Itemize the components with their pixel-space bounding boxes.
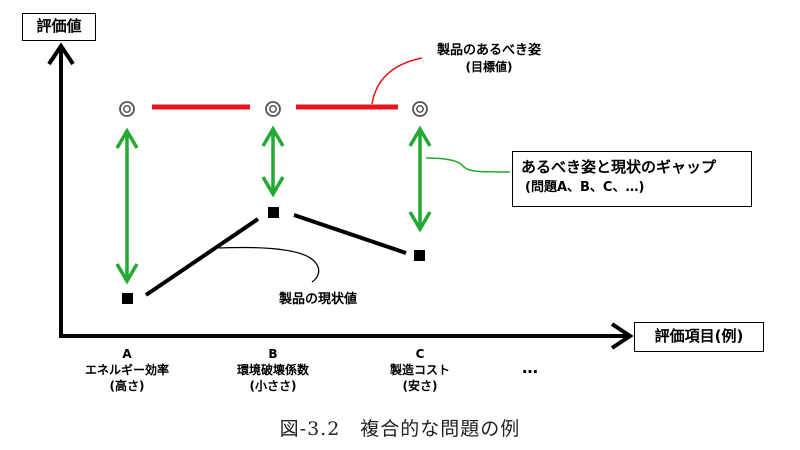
y-axis-label: 評価値 [36,17,82,35]
category-b-name: 環境破壊係数 [236,363,309,377]
category-a: A エネルギー効率 (高さ) [67,346,187,394]
current-line-ab [144,217,260,297]
target-label-line1: 製品のあるべき姿 [436,43,541,58]
category-c-name: 製造コスト [389,363,450,377]
gap-leader-line [425,157,511,173]
gap-label-line1: あるべき姿と現状のギャップ [521,158,717,176]
target-label-line2: (目標値) [465,60,513,74]
target-label: 製品のあるべき姿 (目標値) [414,42,564,75]
category-b-id: B [268,347,278,361]
category-c: C 製造コスト (安さ) [360,346,480,394]
category-a-name: エネルギー効率 [84,363,169,377]
category-a-sub: (高さ) [109,379,145,393]
target-marker-c [412,101,428,117]
target-marker-a [119,101,135,117]
current-marker-c [414,250,425,261]
category-c-sub: (安さ) [402,379,438,393]
current-line-bc [293,213,407,255]
current-marker-b [268,207,279,218]
figure-caption: 図-3.2 複合的な問題の例 [279,418,521,440]
y-axis-label-box: 評価値 [22,13,96,41]
gap-arrow-a [115,127,139,285]
category-b-sub: (小ささ) [249,379,297,393]
target-marker-b [265,101,281,117]
current-marker-a [122,293,133,304]
y-axis-arrowhead [47,42,75,66]
category-ellipsis: … [522,358,538,377]
category-b: B 環境破壊係数 (小ささ) [213,346,333,394]
gap-arrow-c [408,125,432,233]
category-a-id: A [122,347,132,361]
gap-label-box: あるべき姿と現状のギャップ (問題A、B、C、…) [512,151,752,207]
current-label: 製品の現状値 [278,292,357,307]
x-axis-label-box: 評価項目(例) [634,322,764,352]
x-axis-label: 評価項目(例) [654,327,744,345]
target-leader-line [371,57,423,105]
current-leader-line [218,246,320,283]
category-c-id: C [415,347,425,361]
gap-arrow-b [261,125,285,198]
x-axis-arrowhead [610,322,634,350]
gap-label-line2: (問題A、B、C、…) [525,180,645,195]
